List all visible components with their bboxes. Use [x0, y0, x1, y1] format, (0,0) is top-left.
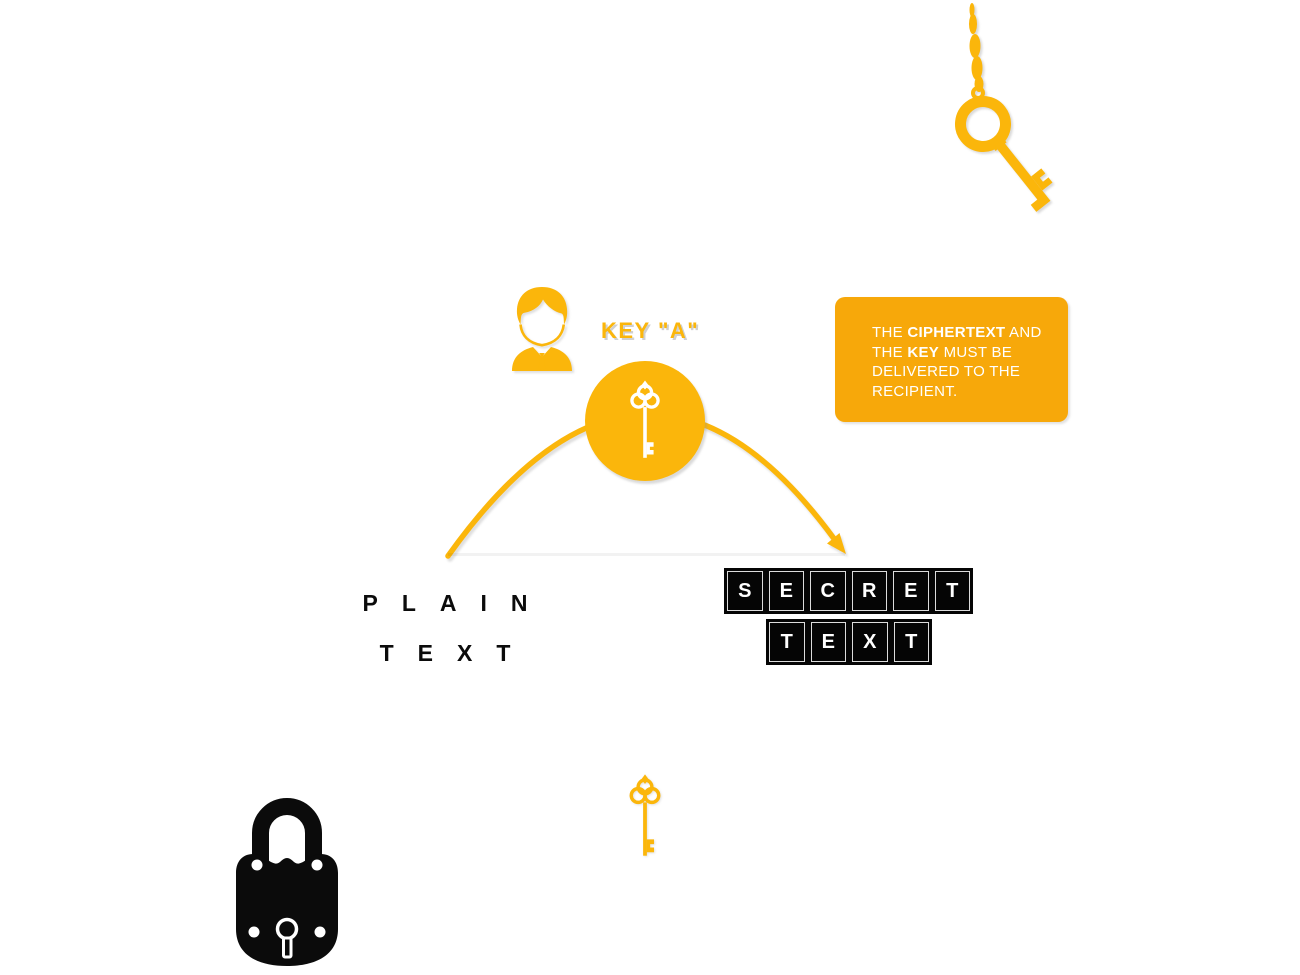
baseline-rule [448, 553, 845, 556]
cipher-tile: T [890, 619, 932, 665]
callout-text: THE CIPHERTEXT AND THE KEY MUST BE DELIV… [872, 324, 1042, 400]
cipher-tile: S [724, 568, 766, 614]
cipher-letter: C [820, 579, 835, 602]
cipher-letter: E [821, 630, 835, 653]
cipher-letter: R [862, 579, 877, 602]
padlock-icon [236, 798, 338, 966]
cipher-tile: E [890, 568, 932, 614]
key-in-circle-icon [585, 361, 705, 481]
small-key-icon [629, 774, 661, 856]
cipher-tile: T [766, 619, 808, 665]
cipher-letter: T [946, 579, 959, 602]
cipher-letter: E [904, 579, 918, 602]
plaintext-line2: TEXT [379, 640, 535, 666]
cipher-tile: R [848, 568, 890, 614]
cipher-tile: E [765, 568, 807, 614]
plaintext-label: PLAIN TEXT [285, 578, 605, 678]
white-key-glyph [630, 380, 660, 458]
cipher-letter: S [738, 579, 752, 602]
cipher-letter: T [780, 630, 793, 653]
callout-box: THE CIPHERTEXT AND THE KEY MUST BE DELIV… [835, 297, 1068, 422]
cipher-letter: E [779, 579, 793, 602]
person-icon [512, 287, 572, 371]
plaintext-line1: PLAIN [362, 590, 552, 616]
cipher-tile: T [931, 568, 973, 614]
hanging-key-icon [955, 3, 1053, 212]
cipher-tile: E [807, 619, 849, 665]
key-a-label: KEY "A" [601, 318, 700, 343]
cipher-letter: X [863, 630, 877, 653]
cipher-letter: T [905, 630, 918, 653]
cipher-tile: C [807, 568, 849, 614]
cipher-tile: X [849, 619, 891, 665]
